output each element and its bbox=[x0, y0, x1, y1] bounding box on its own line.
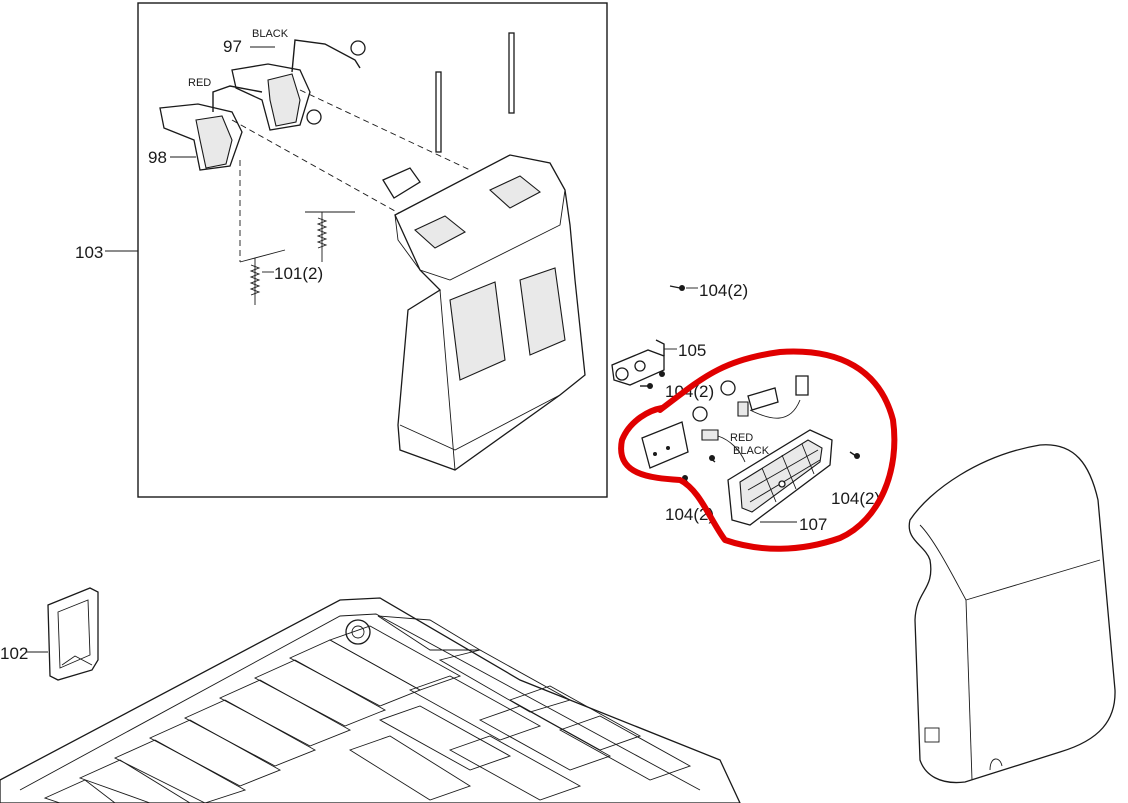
label-104-top: 104(2) bbox=[699, 281, 748, 300]
part-101-springs bbox=[239, 211, 355, 305]
assembly-103-frame bbox=[137, 2, 608, 498]
label-red-bottom: RED bbox=[730, 432, 753, 444]
part-98-sensor bbox=[159, 85, 263, 171]
part-97-sensor bbox=[231, 39, 366, 131]
label-104-bottom: 104(2) bbox=[665, 505, 714, 524]
screw-104-top bbox=[669, 285, 698, 291]
label-black-top: BLACK bbox=[252, 28, 289, 40]
label-97: 97 bbox=[223, 37, 242, 56]
label-103: 103 bbox=[75, 243, 103, 262]
label-105: 105 bbox=[678, 341, 706, 360]
insert-piece bbox=[382, 167, 421, 199]
assembly-dash-lines bbox=[231, 89, 471, 262]
label-98: 98 bbox=[148, 148, 167, 167]
side-cover bbox=[908, 444, 1116, 784]
red-highlight-circle bbox=[618, 348, 898, 552]
screw-104-mid bbox=[640, 371, 665, 389]
base-tray bbox=[0, 597, 741, 803]
pins bbox=[435, 32, 515, 153]
label-101: 101(2) bbox=[274, 264, 323, 283]
part-105-bracket bbox=[611, 339, 677, 386]
main-housing bbox=[394, 154, 586, 471]
label-104-right: 104(2) bbox=[831, 489, 880, 508]
part-107-assembly bbox=[641, 375, 860, 526]
label-107: 107 bbox=[799, 515, 827, 534]
label-102: 102 bbox=[0, 644, 28, 663]
label-red-top: RED bbox=[188, 77, 211, 89]
part-102-cover bbox=[26, 587, 99, 681]
label-black-bottom: BLACK bbox=[733, 445, 770, 457]
